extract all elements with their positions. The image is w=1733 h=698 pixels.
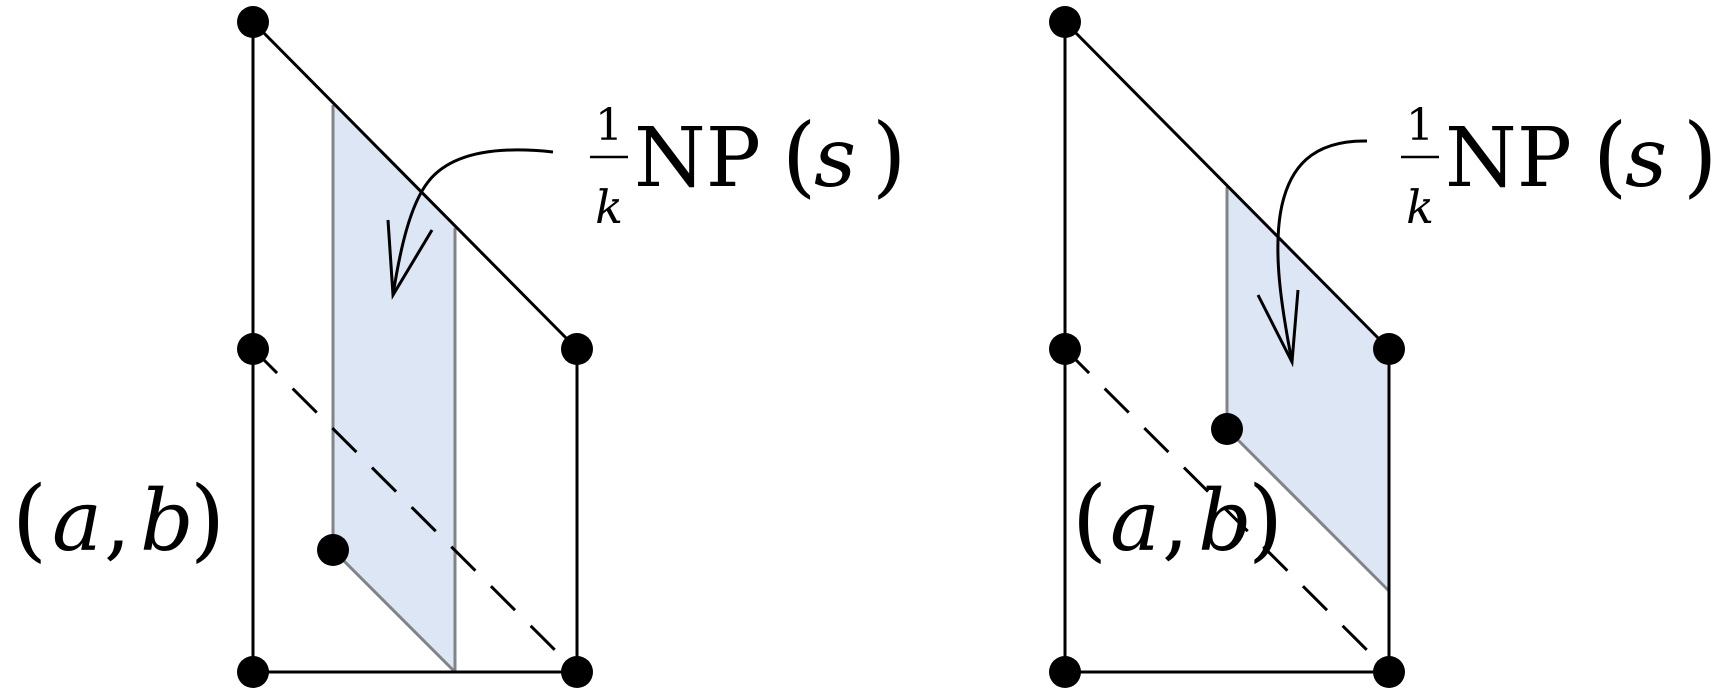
right-frac-numerator: 1 xyxy=(1406,100,1434,151)
left-np-text: NP xyxy=(634,111,761,206)
left-vertex-ab xyxy=(317,534,349,566)
left-diagonal-edge xyxy=(251,20,579,351)
left-vertex-bottom-right xyxy=(561,656,593,688)
left-np-paren-close: ) xyxy=(872,104,906,207)
right-point-label: ( a , b ) xyxy=(1072,467,1283,572)
right-panel: 1 k NP ( s ) ( a , b ) xyxy=(1049,6,1717,688)
right-arrow-head xyxy=(1256,289,1300,368)
left-ab-comma: , xyxy=(104,472,131,570)
left-shaded-region xyxy=(333,105,455,672)
right-ab-b: b xyxy=(1198,472,1252,570)
right-np-paren-close: ) xyxy=(1683,104,1717,207)
right-vertex-bottom-left xyxy=(1049,656,1081,688)
right-diagonal-edge xyxy=(1063,20,1391,351)
left-frac-denominator: k xyxy=(595,180,623,234)
left-ab-a: a xyxy=(52,472,102,570)
left-vertex-right-top xyxy=(561,333,593,365)
left-vertex-bottom-left xyxy=(237,656,269,688)
left-np-label: 1 k NP ( s ) xyxy=(590,100,906,234)
right-np-text: NP xyxy=(1445,111,1572,206)
left-point-label: ( a , b ) xyxy=(12,467,225,572)
right-vertex-bottom-right xyxy=(1373,656,1405,688)
left-arrow-head xyxy=(386,219,434,300)
right-np-label: 1 k NP ( s ) xyxy=(1401,100,1717,234)
right-dashed-diagonal xyxy=(1063,347,1391,674)
right-vertex-mid-left xyxy=(1049,333,1081,365)
right-ab-comma: , xyxy=(1162,472,1189,570)
right-np-paren-open: ( xyxy=(1593,104,1627,207)
right-ab-paren-close: ) xyxy=(1248,467,1283,572)
left-panel: 1 k NP ( s ) ( a , b ) xyxy=(12,6,906,688)
right-vertex-right-top xyxy=(1373,333,1405,365)
right-vertex-ab xyxy=(1211,413,1243,445)
left-ab-paren-close: ) xyxy=(190,467,225,572)
right-frac-denominator: k xyxy=(1406,180,1434,234)
right-shaded-region xyxy=(1227,187,1389,591)
left-vertex-mid-left xyxy=(237,333,269,365)
left-frac-numerator: 1 xyxy=(595,100,623,151)
right-vertex-top xyxy=(1049,6,1081,38)
right-np-var: s xyxy=(1625,111,1667,206)
left-ab-b: b xyxy=(140,472,194,570)
right-ab-paren-open: ( xyxy=(1072,467,1107,572)
left-np-paren-open: ( xyxy=(782,104,816,207)
left-vertex-top xyxy=(237,6,269,38)
right-ab-a: a xyxy=(1110,472,1160,570)
left-ab-paren-open: ( xyxy=(12,467,47,572)
right-region-bottom-edge xyxy=(1225,427,1391,593)
left-dashed-diagonal xyxy=(251,347,579,674)
left-region-bottom-edge xyxy=(331,548,457,674)
left-np-var: s xyxy=(814,111,856,206)
right-arrow-curve xyxy=(1276,139,1368,363)
left-arrow-curve xyxy=(391,148,554,296)
